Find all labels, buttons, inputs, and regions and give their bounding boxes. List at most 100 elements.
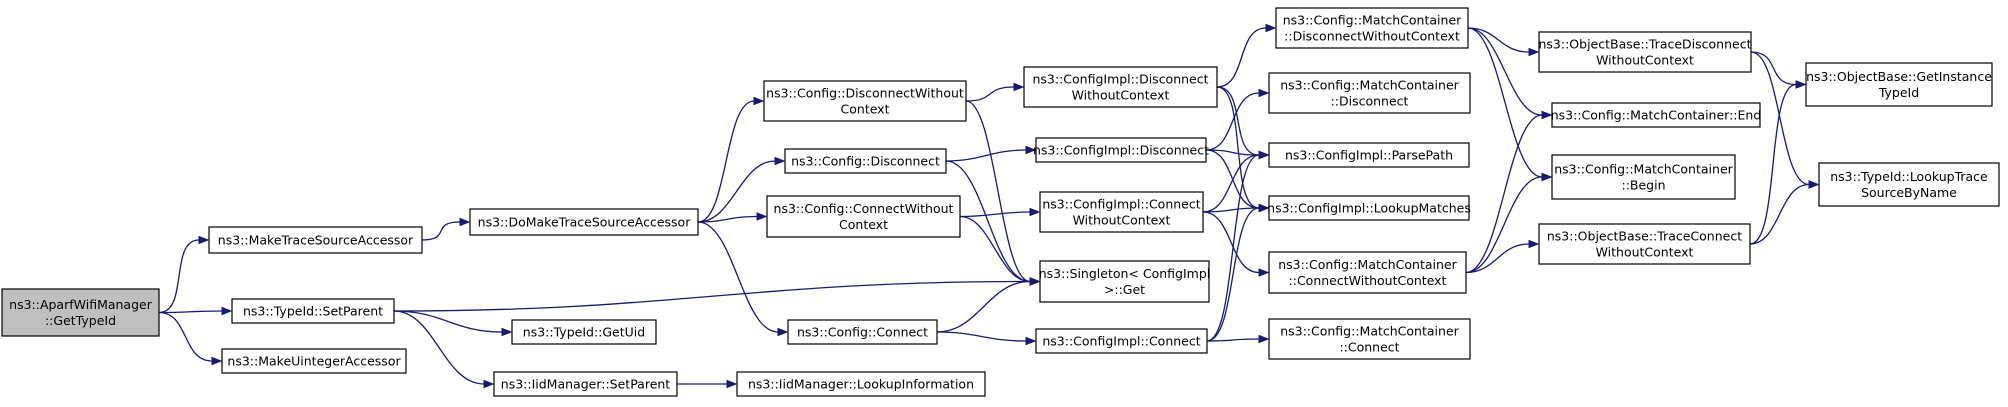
graph-node-ns3-config-matchcontainer-connect[interactable]: ns3::Config::MatchContainer::Connect <box>1268 318 1471 360</box>
node-box <box>784 148 947 174</box>
graph-node-ns3-iidmanager-lookupinformation[interactable]: ns3::IidManager::LookupInformation <box>736 371 986 397</box>
node-label: ns3::ConfigImpl::Connect <box>1042 197 1200 212</box>
graph-node-ns3-makeuintegeraccessor[interactable]: ns3::MakeUintegerAccessor <box>221 348 407 374</box>
node-label: ns3::Config::MatchContainer <box>1280 78 1459 93</box>
node-box <box>221 348 407 374</box>
node-label: SourceByName <box>1861 185 1957 200</box>
graph-node-ns3-configimpl-connectwithoutcontext[interactable]: ns3::ConfigImpl::ConnectWithoutContext <box>1039 191 1204 233</box>
graph-node-ns3-typeid-setparent[interactable]: ns3::TypeId::SetParent <box>231 298 395 324</box>
node-box <box>1039 191 1204 233</box>
call-graph-edges <box>158 23 1820 389</box>
node-box <box>1035 328 1208 354</box>
edge-n12-to-n20 <box>1216 86 1270 213</box>
call-graph-nodes: ns3::AparfWifiManager::GetTypeIdns3::Mak… <box>1 7 2000 397</box>
graph-node-ns3-maketracesourceaccessor[interactable]: ns3::MakeTraceSourceAccessor <box>208 226 423 254</box>
graph-node-ns3-typeid-getuid[interactable]: ns3::TypeId::GetUid <box>511 319 657 345</box>
graph-node-ns3-configimpl-disconnectwithoutcontext[interactable]: ns3::ConfigImpl::DisconnectWithoutContex… <box>1023 66 1218 108</box>
node-label: ::DisconnectWithoutContext <box>1284 29 1460 44</box>
edge-n4-to-n7 <box>697 212 768 223</box>
edge-n4-to-n5 <box>697 96 765 223</box>
node-label: ns3::AparfWifiManager <box>9 297 153 312</box>
node-label: ::Begin <box>1621 178 1665 193</box>
graph-node-ns3-configimpl-parsepath[interactable]: ns3::ConfigImpl::ParsePath <box>1268 142 1470 168</box>
graph-node-ns3-aparfwifimanager-gettypeid[interactable]: ns3::AparfWifiManager::GetTypeId <box>1 288 160 337</box>
node-label: >::Get <box>1104 282 1145 297</box>
node-label: ns3::IidManager::LookupInformation <box>748 377 974 392</box>
graph-node-ns3-singleton-configimpl-get[interactable]: ns3::Singleton< ConfigImpl >::Get <box>1039 260 1211 303</box>
graph-node-ns3-objectbase-traceconnectwithoutcontext[interactable]: ns3::ObjectBase::TraceConnectWithoutCont… <box>1538 223 1751 265</box>
edge-n2-to-n15 <box>393 277 1041 312</box>
node-box <box>736 371 986 397</box>
edge-n16-to-n20 <box>1206 203 1270 342</box>
node-box <box>1551 102 1761 128</box>
edge-n26-to-n27 <box>1749 80 1807 245</box>
edge-n0-to-n1 <box>158 235 210 314</box>
node-label: ns3::ConfigImpl::Disconnect <box>1032 72 1208 87</box>
node-box <box>1268 72 1471 114</box>
edge-n16-to-n19 <box>1206 150 1270 342</box>
edge-n2-to-n9 <box>393 310 513 337</box>
edge-n12-to-n17 <box>1216 23 1277 88</box>
node-box <box>1268 142 1470 168</box>
node-box <box>231 298 395 324</box>
node-label: ns3::Config::Connect <box>797 325 928 340</box>
graph-node-ns3-configimpl-disconnect[interactable]: ns3::ConfigImpl::Disconnect <box>1033 137 1209 163</box>
edge-n4-to-n6 <box>697 156 786 223</box>
edge-n13-to-n20 <box>1205 149 1270 213</box>
node-label: WithoutContext <box>1073 213 1171 228</box>
graph-node-ns3-config-matchcontainer-connectwithoutcontext[interactable]: ns3::Config::MatchContainer::ConnectWith… <box>1268 251 1467 294</box>
graph-node-ns3-objectbase-tracedisconnectwithoutcontext[interactable]: ns3::ObjectBase::TraceDisconnectWithoutC… <box>1538 31 1752 73</box>
graph-node-ns3-config-connect[interactable]: ns3::Config::Connect <box>787 319 938 345</box>
edge-n10-to-n11 <box>676 379 738 389</box>
edge-n16-to-n22 <box>1206 334 1270 344</box>
edge-n6-to-n13 <box>945 145 1037 162</box>
node-label: ns3::ConfigImpl::Connect <box>1042 334 1200 349</box>
node-box <box>1035 137 1207 163</box>
node-box <box>493 371 678 397</box>
node-box <box>1538 31 1752 73</box>
graph-node-ns3-configimpl-connect[interactable]: ns3::ConfigImpl::Connect <box>1035 328 1208 354</box>
graph-node-ns3-config-matchcontainer-end[interactable]: ns3::Config::MatchContainer::End <box>1551 102 1762 128</box>
graph-node-ns3-config-connectwithoutcontext[interactable]: ns3::Config::ConnectWithoutContext <box>766 195 961 238</box>
node-label: Context <box>839 217 888 232</box>
node-label: ns3::DoMakeTraceSourceAccessor <box>478 215 692 230</box>
node-box <box>787 319 938 345</box>
node-box <box>208 226 423 254</box>
edge-n26-to-n28 <box>1749 180 1820 245</box>
node-box <box>1268 251 1467 294</box>
node-label: ns3::TypeId::LookupTrace <box>1830 169 1988 184</box>
graph-node-ns3-config-disconnectwithoutcontext[interactable]: ns3::Config::DisconnectWithoutContext <box>763 80 967 122</box>
edge-n8-to-n15 <box>936 277 1041 333</box>
node-label: ns3::ObjectBase::GetInstance <box>1806 69 1992 84</box>
node-label: ns3::Config::DisconnectWithout <box>766 86 964 101</box>
edge-n12-to-n19 <box>1216 86 1270 160</box>
graph-node-ns3-configimpl-lookupmatches[interactable]: ns3::ConfigImpl::LookupMatches <box>1267 195 1471 221</box>
node-box <box>766 195 961 238</box>
node-label: ns3::IidManager::SetParent <box>501 377 671 392</box>
node-label: ns3::Config::MatchContainer <box>1554 162 1733 177</box>
node-label: TypeId <box>1878 85 1919 100</box>
edge-n21-to-n26 <box>1465 239 1540 274</box>
node-label: ::Connect <box>1339 340 1399 355</box>
node-label: ns3::Config::MatchContainer <box>1283 13 1462 28</box>
graph-node-ns3-config-matchcontainer-begin[interactable]: ns3::Config::MatchContainer::Begin <box>1551 154 1736 200</box>
graph-node-ns3-iidmanager-setparent[interactable]: ns3::IidManager::SetParent <box>493 371 678 397</box>
graph-node-ns3-config-disconnect[interactable]: ns3::Config::Disconnect <box>784 148 947 174</box>
node-label: WithoutContext <box>1072 88 1170 103</box>
graph-node-ns3-domaketracesourceaccessor[interactable]: ns3::DoMakeTraceSourceAccessor <box>469 208 699 236</box>
edge-n4-to-n8 <box>697 221 789 337</box>
edge-n0-to-n3 <box>158 311 223 366</box>
graph-node-ns3-config-matchcontainer-disconnectwithoutcontext[interactable]: ns3::Config::MatchContainer::DisconnectW… <box>1275 7 1469 49</box>
edge-n21-to-n24 <box>1465 110 1553 274</box>
graph-node-ns3-config-matchcontainer-disconnect[interactable]: ns3::Config::MatchContainer::Disconnect <box>1268 72 1471 114</box>
node-label: ns3::Config::MatchContainer::End <box>1551 108 1762 123</box>
node-box <box>1818 162 2000 207</box>
node-label: ::Disconnect <box>1331 94 1409 109</box>
node-label: ns3::MakeUintegerAccessor <box>227 354 401 369</box>
edge-n8-to-n16 <box>936 331 1037 346</box>
edge-n14-to-n19 <box>1202 150 1270 213</box>
node-label: ns3::Singleton< ConfigImpl <box>1039 266 1211 281</box>
